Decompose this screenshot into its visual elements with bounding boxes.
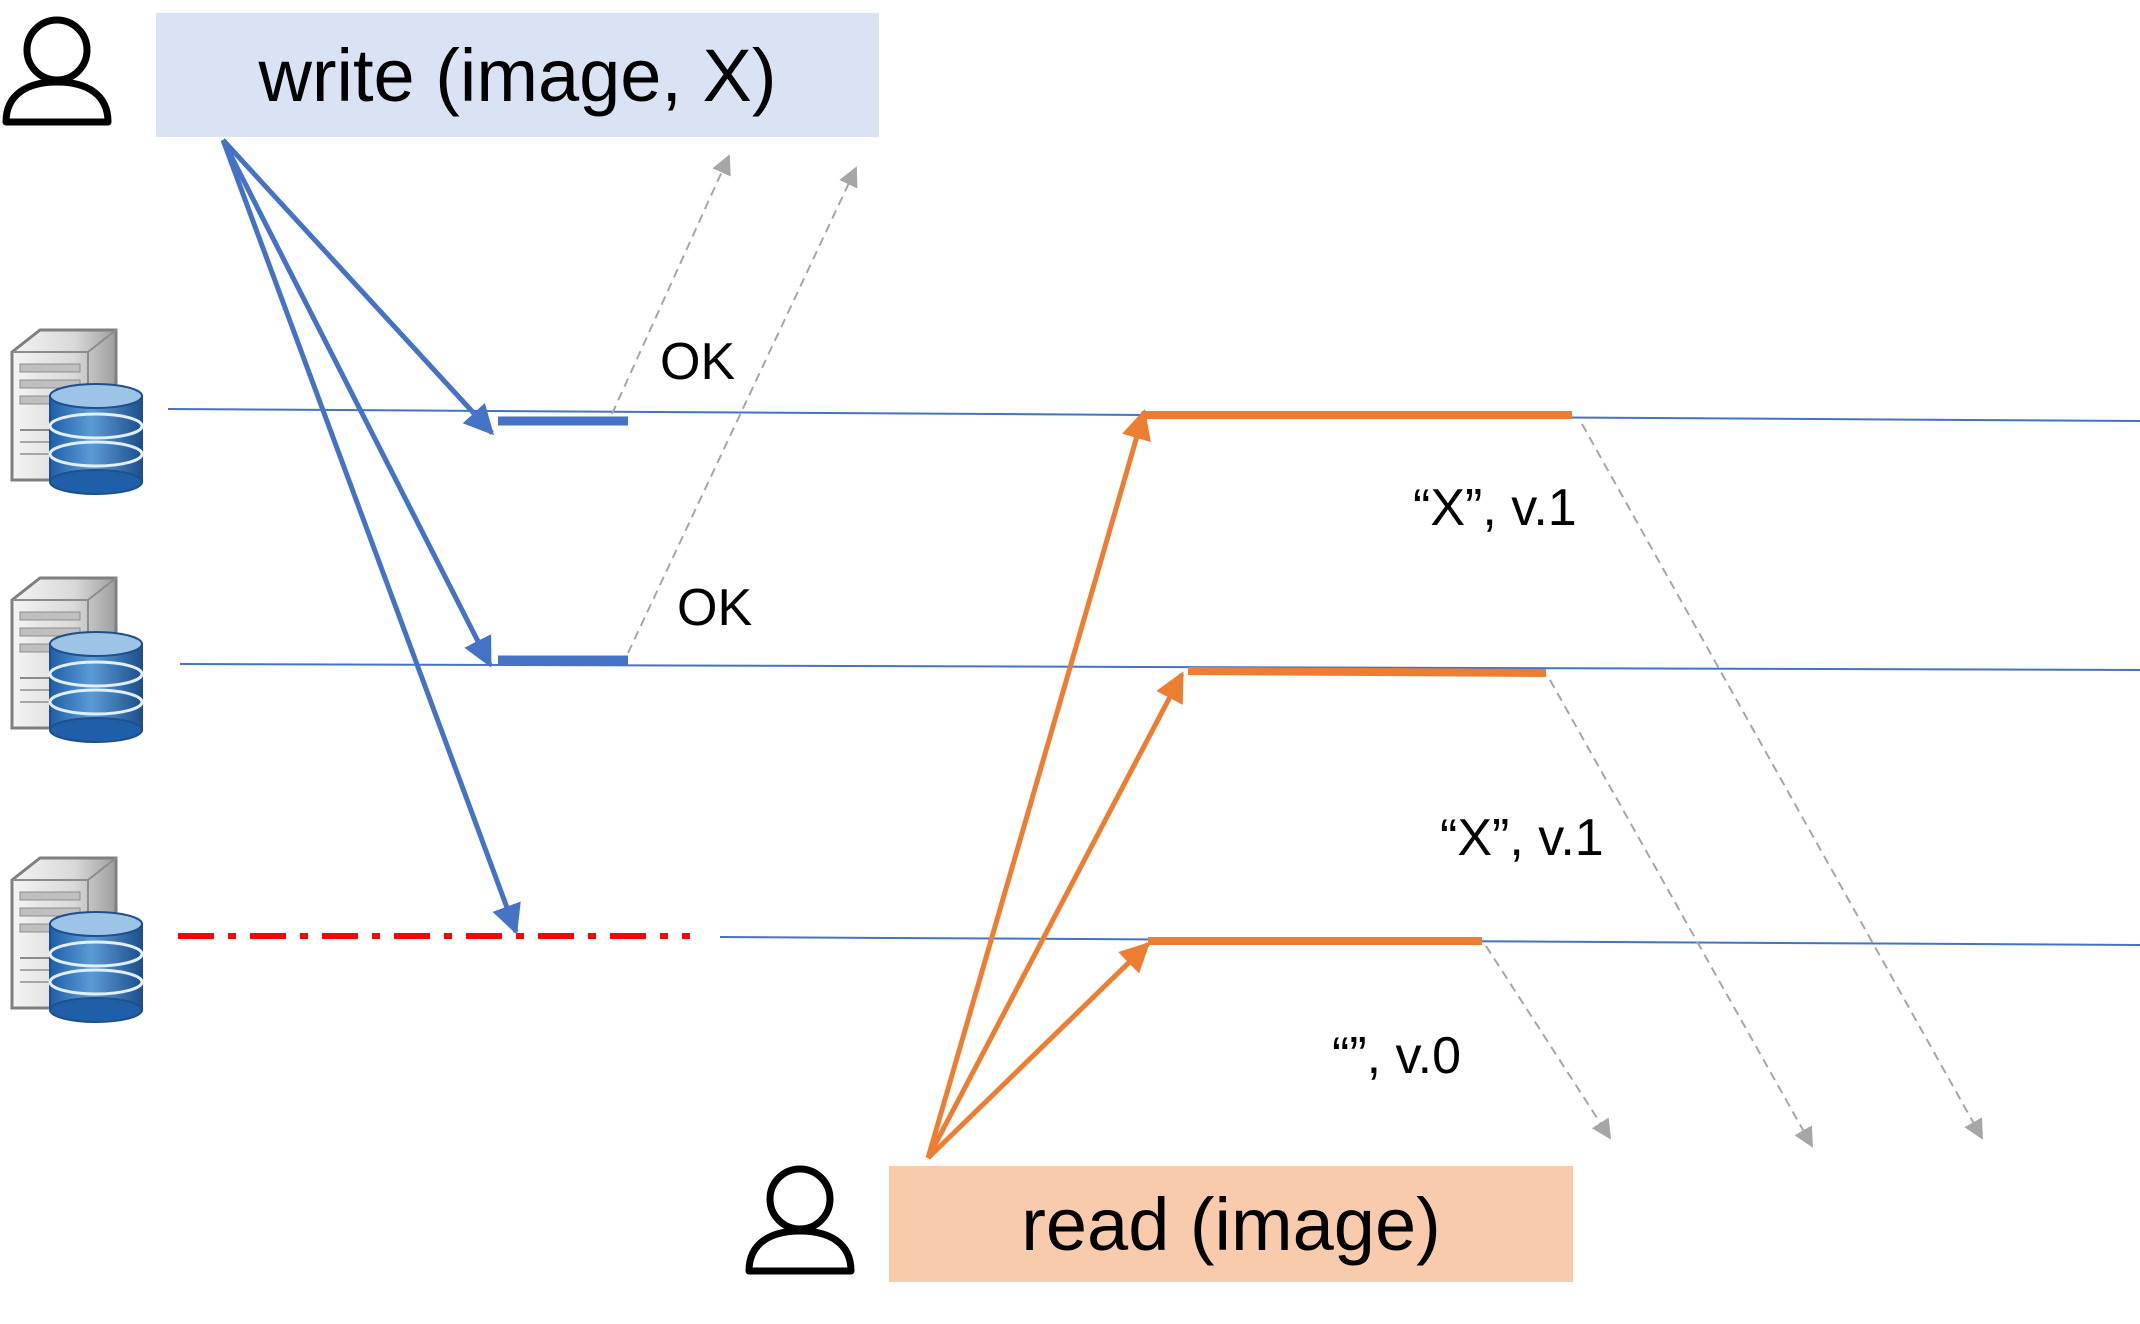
read-reply-label-3: “”, v.0: [1332, 1027, 1462, 1085]
write-arrow-replica-3: [220, 139, 521, 935]
write-operation-box: write (image, X): [156, 13, 879, 137]
read-reply-label-2: “X”, v.1: [1440, 809, 1604, 867]
read-reply-arrow-1: [1581, 423, 1983, 1140]
read-reply-arrow-2: [1549, 679, 1813, 1148]
replica-2-read-bar: [1187, 667, 1547, 677]
ack-label-1: OK: [660, 333, 736, 391]
write-operation-label: write (image, X): [258, 33, 777, 117]
read-arrow-replica-1: [925, 409, 1151, 1159]
read-operation-box: read (image): [889, 1166, 1573, 1282]
read-reply-label-1: “X”, v.1: [1413, 479, 1577, 537]
write-arrow-replica-2: [220, 138, 493, 668]
read-operation-label: read (image): [1021, 1182, 1441, 1266]
replica-3-server-icon: [10, 856, 144, 1024]
writer-user-icon: [6, 20, 108, 122]
ack-label-2: OK: [677, 579, 753, 637]
replica-2-timeline: [179, 663, 2140, 671]
replica-1-server-icon: [10, 328, 144, 496]
read-arrow-replica-2: [925, 671, 1185, 1160]
write-arrow-replica-1: [221, 138, 495, 436]
read-arrow-replica-3: [926, 941, 1151, 1160]
replica-2-server-icon: [10, 576, 144, 744]
reader-user-icon: [749, 1169, 851, 1271]
ack-arrow-1: [611, 154, 731, 415]
read-reply-arrow-3: [1485, 945, 1612, 1140]
